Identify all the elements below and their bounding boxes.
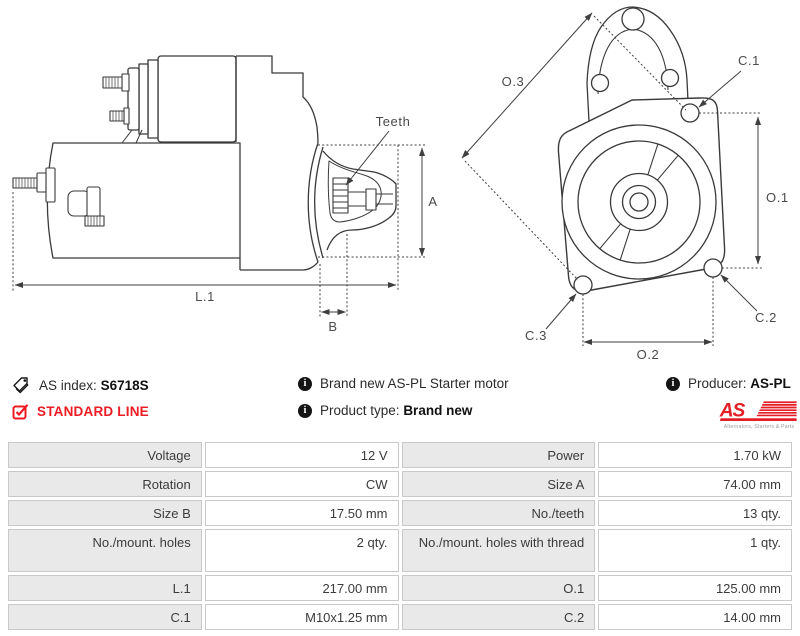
dim-label-o1: O.1 (766, 190, 789, 205)
spec-label-cell: Power (401, 442, 596, 468)
spec-value-cell: 74.00 mm (598, 471, 792, 497)
spec-value-cell: 17.50 mm (204, 500, 399, 526)
producer-label: Producer: (688, 376, 747, 391)
description-text: Brand new AS-PL Starter motor (320, 376, 509, 391)
standard-line-label: STANDARD LINE (37, 404, 149, 419)
product-type-item: i Product type: Brand new (298, 403, 472, 418)
spec-label-cell: C.2 (401, 604, 596, 630)
front-view-drawing (557, 6, 726, 295)
as-index-item: AS index: S6718S (12, 376, 149, 394)
mount-hole-c2 (703, 258, 723, 278)
spec-value-cell: 217.00 mm (204, 575, 399, 601)
dim-label-c3: C.3 (525, 328, 547, 343)
logo-tagline: Alternators, Starters & Parts (724, 424, 795, 430)
logo-text: AS (719, 401, 745, 422)
rear-terminals (12, 167, 105, 227)
product-type-value: Brand new (403, 403, 473, 418)
spec-value-cell: 12 V (204, 442, 399, 468)
starter-motor-drawing: L.1 B A Teeth (12, 6, 789, 362)
dim-label-l1: L.1 (195, 289, 215, 304)
producer-value: AS-PL (750, 376, 791, 391)
mount-hole-c3 (573, 275, 593, 295)
side-view-dimensions (12, 130, 427, 318)
spec-value-cell: 2 qty. (204, 529, 399, 572)
info-icon: i (298, 376, 312, 391)
dim-label-c2: C.2 (755, 310, 777, 325)
standard-line-item: STANDARD LINE (12, 403, 149, 420)
mount-hole-c1 (680, 103, 700, 123)
checkbox-check-icon (12, 404, 29, 420)
as-index-text: AS index: S6718S (39, 378, 149, 393)
spec-label-cell: O.1 (401, 575, 596, 601)
dim-label-c1: C.1 (738, 53, 760, 68)
as-index-label: AS index: (39, 377, 97, 393)
description-item: i Brand new AS-PL Starter motor (298, 376, 509, 391)
spec-label-cell: No./mount. holes (8, 529, 202, 572)
producer-text: Producer: AS-PL (688, 376, 791, 391)
dim-label-b: B (328, 319, 337, 334)
front-view-dimensions (461, 12, 762, 346)
as-pl-logo-graphic: AS Alternators, Starters & Parts (719, 401, 797, 430)
spec-value-cell: 13 qty. (598, 500, 792, 526)
spec-label-cell: C.1 (8, 604, 202, 630)
spec-value-cell: CW (204, 471, 399, 497)
side-view-drawing (12, 55, 397, 271)
tag-icon (13, 377, 29, 394)
spec-label-cell: Rotation (8, 471, 202, 497)
technical-drawings: L.1 B A Teeth (12, 6, 789, 362)
spec-label-cell: Size B (8, 500, 202, 526)
spec-label-cell: Size A (401, 471, 596, 497)
product-type-text: Product type: Brand new (320, 403, 472, 418)
producer-item: i Producer: AS-PL (666, 376, 791, 391)
spec-label-cell: No./mount. holes with thread (401, 529, 596, 572)
product-type-label: Product type: (320, 403, 400, 418)
dim-label-o3: O.3 (502, 74, 525, 89)
solenoid (102, 55, 237, 144)
spec-value-cell: 1.70 kW (598, 442, 792, 468)
pinion-gear (332, 177, 393, 214)
as-pl-logo: AS Alternators, Starters & Parts (719, 398, 799, 432)
dim-label-teeth: Teeth (376, 114, 411, 129)
spec-value-cell: 125.00 mm (598, 575, 792, 601)
spec-value-cell: 1 qty. (598, 529, 792, 572)
motor-face (561, 124, 717, 280)
spec-label-cell: Voltage (8, 442, 202, 468)
dim-label-a: A (428, 194, 437, 209)
spec-label-cell: No./teeth (401, 500, 596, 526)
as-index-value: S6718S (100, 377, 149, 393)
top-bracket (586, 6, 689, 142)
info-icon: i (298, 403, 312, 418)
spec-value-cell: M10x1.25 mm (204, 604, 399, 630)
dim-label-o2: O.2 (637, 347, 660, 362)
info-icon: i (666, 376, 680, 391)
spec-value-cell: 14.00 mm (598, 604, 792, 630)
spec-label-cell: L.1 (8, 575, 202, 601)
